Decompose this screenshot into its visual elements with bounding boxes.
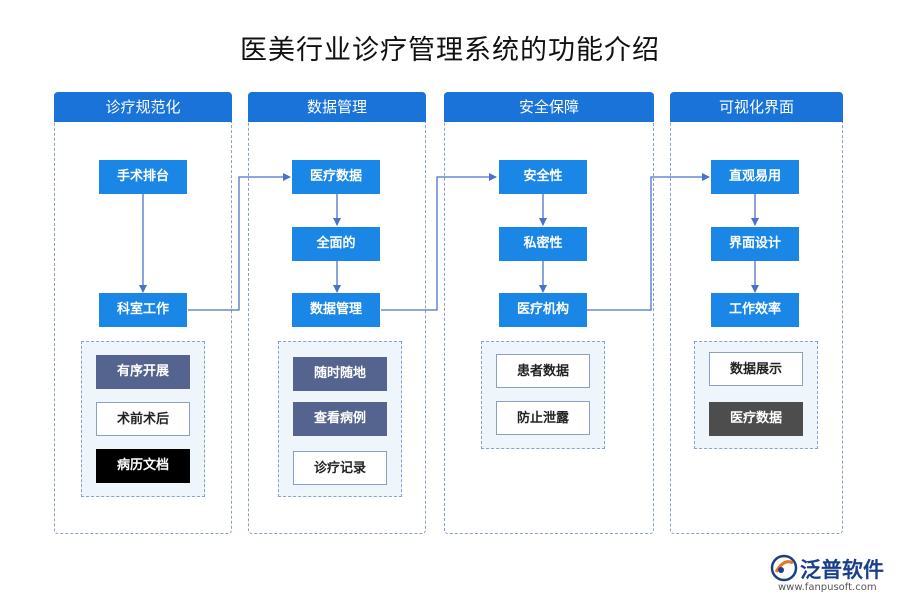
node-privacy: 私密性 xyxy=(499,227,587,261)
node-medical-data: 医疗数据 xyxy=(292,160,380,194)
sub-medical-records: 病历文档 xyxy=(96,449,190,483)
page-title: 医美行业诊疗管理系统的功能介绍 xyxy=(240,35,660,66)
column-header-1: 诊疗规范化 xyxy=(54,92,232,122)
sub-anytime: 随时随地 xyxy=(293,357,387,391)
node-surgery-schedule: 手术排台 xyxy=(99,160,187,194)
node-medical-institution: 医疗机构 xyxy=(499,293,587,327)
link-c3-c4 xyxy=(587,173,710,311)
sub-prevent-leak: 防止泄露 xyxy=(496,401,590,435)
node-department-work: 科室工作 xyxy=(99,293,187,327)
brand-name: 泛普软件 xyxy=(800,558,884,582)
column-header-2: 数据管理 xyxy=(248,92,426,122)
node-comprehensive: 全面的 xyxy=(292,227,380,261)
column-header-4: 可视化界面 xyxy=(670,92,843,122)
sub-medical-data: 医疗数据 xyxy=(709,402,803,436)
brand-url: www.fanpusoft.com xyxy=(778,582,877,593)
node-work-efficiency: 工作效率 xyxy=(711,293,799,327)
sub-pre-post-op: 术前术后 xyxy=(96,402,190,436)
link-c1-c2 xyxy=(188,173,291,311)
node-security: 安全性 xyxy=(499,160,587,194)
fanpu-logo-icon xyxy=(770,554,798,582)
sub-treatment-records: 诊疗记录 xyxy=(293,451,387,485)
column-header-3: 安全保障 xyxy=(444,92,654,122)
sub-view-cases: 查看病例 xyxy=(293,402,387,436)
sub-patient-data: 患者数据 xyxy=(496,354,590,388)
link-c2-c3 xyxy=(381,173,497,311)
node-intuitive: 直观易用 xyxy=(711,160,799,194)
brand-logo: 泛普软件 www.fanpusoft.com xyxy=(770,554,895,598)
sub-orderly: 有序开展 xyxy=(96,355,190,389)
node-data-management: 数据管理 xyxy=(292,293,380,327)
sub-data-display: 数据展示 xyxy=(709,352,803,386)
node-ui-design: 界面设计 xyxy=(711,227,799,261)
